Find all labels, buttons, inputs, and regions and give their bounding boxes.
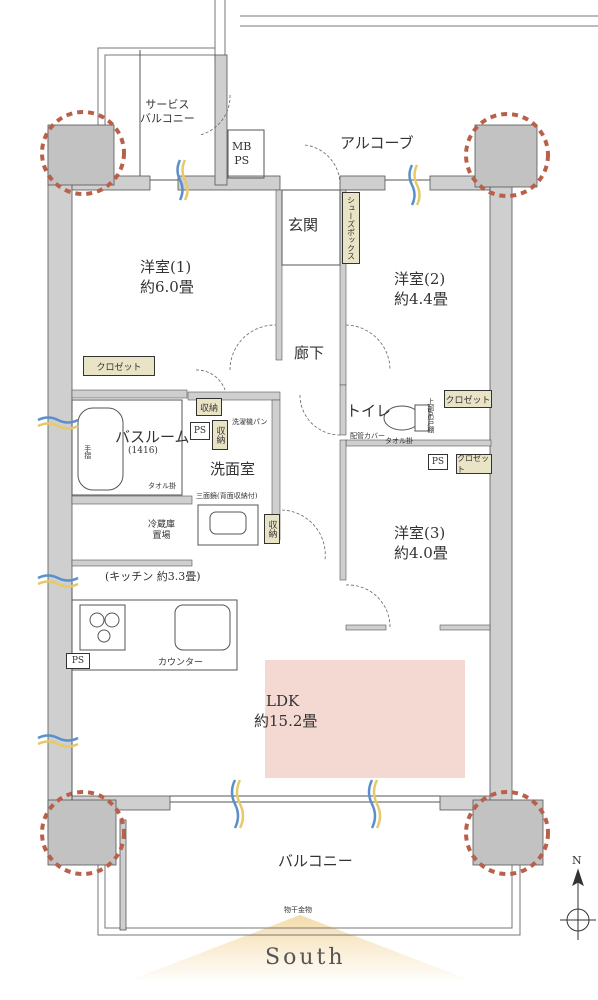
entrance-label: 玄関 xyxy=(288,216,319,234)
towel-label-toilet: タオル掛 xyxy=(385,437,413,445)
shoe-box-label: シューズボックス xyxy=(342,192,360,264)
closet-western1: クロゼット xyxy=(83,356,155,376)
corridor-label: 廊下 xyxy=(294,344,325,362)
kitchen-counter xyxy=(71,599,238,671)
balcony-label: バルコニー xyxy=(278,852,353,870)
ps-western3: PS xyxy=(428,454,448,470)
washroom-label: 洗面室 xyxy=(210,460,256,478)
western1-size: 約6.0畳 xyxy=(140,278,194,296)
ldk-size: 約15.2畳 xyxy=(254,712,318,730)
washbasin xyxy=(197,504,259,546)
laundry-hanger-label: 物干金物 xyxy=(284,906,312,914)
storage-washroom-side: 収納 xyxy=(212,420,228,450)
closet-western2: クロゼット xyxy=(444,390,492,408)
ldk-name: LDK xyxy=(266,692,300,710)
bathroom-label: バスルーム xyxy=(115,428,190,446)
service-balcony-label: サービス バルコニー xyxy=(140,98,195,125)
interior-walls xyxy=(71,189,492,631)
western3-size: 約4.0畳 xyxy=(394,544,448,562)
alcove-label: アルコーブ xyxy=(340,134,414,152)
counter-label: カウンター xyxy=(158,658,204,668)
western2-size: 約4.4畳 xyxy=(394,290,448,308)
storage-washroom-bottom: 収納 xyxy=(264,514,280,544)
toilet-fixture xyxy=(383,404,430,432)
ps-washroom: PS xyxy=(190,422,210,440)
ps-kitchen: PS xyxy=(66,653,90,669)
pipe-cover-label: 配管カバー xyxy=(350,432,385,440)
toilet-label: トイレ xyxy=(346,402,392,420)
compass-north-label: N xyxy=(572,854,582,867)
western1-name: 洋室(1) xyxy=(140,258,192,276)
ldk-highlight xyxy=(265,660,465,778)
airflow-markers xyxy=(37,159,421,829)
hook-label: 手摺 xyxy=(83,445,92,459)
bathroom-size: (1416) xyxy=(128,446,158,456)
shelf-label: 上部吊戸棚 xyxy=(426,398,435,433)
kitchen-label: (キッチン 約3.3畳) xyxy=(105,570,201,583)
mirror-label: 三面鏡(背面収納付) xyxy=(196,492,258,500)
western3-name: 洋室(3) xyxy=(394,524,446,542)
south-light-cone xyxy=(130,915,470,980)
towel-label-bath: タオル掛 xyxy=(148,482,176,490)
structural-columns xyxy=(47,124,544,866)
compass-icon xyxy=(560,868,596,940)
balcony-railing xyxy=(97,0,598,936)
south-label: South xyxy=(265,945,346,970)
western2-name: 洋室(2) xyxy=(394,270,446,288)
laundry-pan-label: 洗濯機パン xyxy=(232,418,268,426)
windows xyxy=(150,179,440,803)
closet-western3: クロゼット xyxy=(456,454,492,474)
fridge-label: 冷蔵庫 置場 xyxy=(148,520,176,542)
door-swings xyxy=(195,94,391,628)
storage-washroom-top: 収納 xyxy=(196,398,222,416)
column-markers xyxy=(40,110,550,876)
bathtub xyxy=(71,399,183,496)
mbps-label: MB PS xyxy=(232,140,252,167)
